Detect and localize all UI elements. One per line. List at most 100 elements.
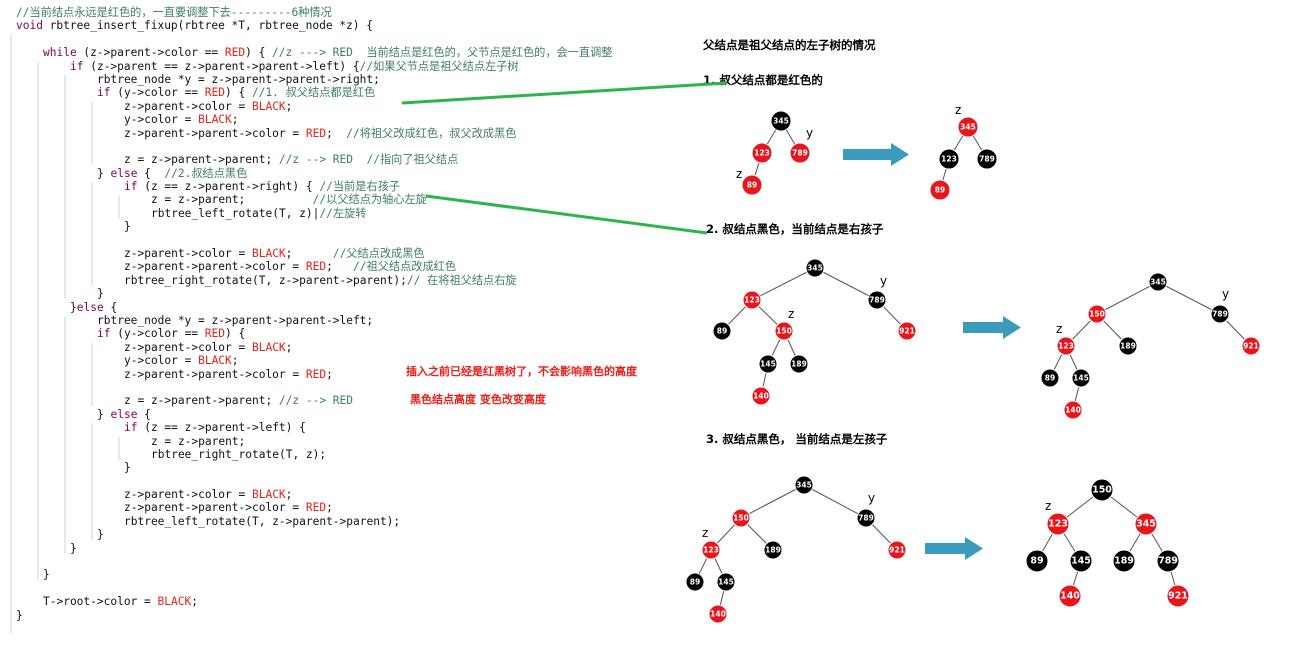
- code-line: }: [16, 609, 612, 622]
- tree-node-red: [957, 116, 979, 138]
- tree-edge: [814, 267, 878, 301]
- code-line: }: [16, 568, 612, 581]
- tree-node-red: [731, 508, 751, 528]
- tree-node-label: y: [1222, 287, 1229, 301]
- note-recolor-height: 黑色结点高度 变色改变高度: [410, 393, 546, 406]
- tree-node-value: 345: [773, 117, 789, 126]
- tree-node-value: 789: [1212, 310, 1228, 319]
- tree-node-black: [685, 572, 705, 592]
- code-token: rbtree_node *y = z->parent->parent->left…: [97, 313, 374, 327]
- code-line: z->parent->color = BLACK; //父结点改成黑色: [16, 247, 612, 260]
- tree-node-value: 189: [1120, 342, 1136, 351]
- tree-node-red: [751, 142, 773, 164]
- code-line: void rbtree_insert_fixup(rbtree *T, rbtr…: [16, 19, 612, 32]
- tree-node-value: 189: [791, 360, 807, 369]
- code-token: z->parent->color =: [124, 99, 252, 113]
- tree-node-black: [1118, 336, 1138, 356]
- code-token: (y->color ==: [117, 327, 205, 341]
- code-token: z->parent->color =: [124, 488, 252, 502]
- tree-node-value: 921: [899, 327, 915, 336]
- tree-node-red: [897, 321, 917, 341]
- tree-node-black: [1025, 549, 1049, 573]
- code-line: }: [16, 542, 612, 555]
- tree-node-black: [1112, 549, 1136, 573]
- tree-node-value: 123: [754, 149, 770, 158]
- code-line: z->parent->parent->color = RED;: [16, 501, 612, 514]
- code-token: }: [43, 568, 50, 582]
- tree-node-label: z: [1045, 499, 1051, 513]
- tree-edge: [1157, 281, 1221, 315]
- code-token: ;: [231, 113, 239, 127]
- code-token: ;: [326, 367, 333, 381]
- code-line: rbtree_right_rotate(T, z);: [16, 448, 612, 461]
- code-token: //如果父节点是祖父结点左子树: [359, 59, 519, 73]
- code-token: // 在将祖父结点右旋: [406, 273, 517, 287]
- code-line: z->parent->parent->color = RED; //将祖父改成红…: [16, 127, 612, 140]
- code-token: ;: [285, 247, 333, 261]
- tree-node-value: 789: [869, 296, 885, 305]
- code-line: while (z->parent->color == RED) { //z --…: [16, 46, 612, 59]
- code-line: if (z->parent == z->parent->parent->left…: [16, 60, 612, 73]
- code-token: else: [76, 300, 111, 314]
- tree-node-black: [716, 572, 736, 592]
- code-token: y->color =: [124, 113, 199, 127]
- code-token: z->parent->parent->color =: [124, 367, 306, 381]
- tree-node-value: 123: [1058, 342, 1074, 351]
- tree-node-black: [938, 148, 960, 170]
- code-token: rbtree_right_rotate(T, z->parent->parent…: [124, 273, 407, 287]
- code-token: }: [16, 608, 23, 622]
- code-token: //当前是右孩子: [319, 180, 400, 194]
- case2-heading: 2. 叔结点黑色，当前结点是右孩子: [706, 222, 884, 236]
- code-token: //z --> RED //指向了祖父结点: [278, 153, 459, 167]
- code-token: {: [144, 166, 165, 180]
- code-token: rbtree_node *y = z->parent->parent->righ…: [97, 72, 380, 86]
- code-token: if: [97, 86, 118, 100]
- tree-node-label: z: [788, 307, 794, 321]
- code-line: }: [16, 287, 612, 300]
- code-token: z->parent->parent->color =: [124, 260, 306, 274]
- note-black-height: 插入之前已经是红黑树了，不会影响黑色的高度: [406, 365, 637, 378]
- tree-node-value: 921: [1168, 591, 1188, 602]
- code-line: z->parent->color = BLACK;: [16, 488, 612, 501]
- tree-node-black: [789, 354, 809, 374]
- tree-node-value: 145: [1073, 374, 1089, 383]
- tree-node-black: [712, 321, 732, 341]
- tree-node-value: 189: [1114, 556, 1134, 567]
- code-line: rbtree_left_rotate(T, z->parent->parent)…: [16, 515, 612, 528]
- code-line: }else {: [16, 301, 612, 314]
- code-token: if: [70, 59, 91, 73]
- code-token: while: [43, 46, 84, 60]
- code-token: z->parent->color =: [124, 247, 252, 261]
- code-token: ) {: [245, 46, 273, 60]
- tree-node-value: 345: [1136, 519, 1156, 530]
- code-token: //1. 叔父结点都是红色: [251, 86, 376, 100]
- tree-node-value: 921: [889, 546, 905, 555]
- tree-node-value: 89: [1030, 556, 1043, 567]
- code-line: y->color = BLACK;: [16, 113, 612, 126]
- tree-node-red: [742, 290, 762, 310]
- tree-node-value: 150: [1089, 310, 1105, 319]
- code-token: //2.叔结点黑色: [164, 166, 248, 180]
- tree-node-value: 123: [1048, 519, 1068, 530]
- tree-node-value: 789: [1158, 556, 1178, 567]
- code-token: RED: [305, 501, 327, 515]
- tree-node-red: [1134, 512, 1158, 536]
- diagram-title: 父结点是祖父结点的左子树的情况: [703, 38, 876, 52]
- tree-node-label: z: [702, 526, 708, 540]
- code-line: z = z->parent;: [16, 435, 612, 448]
- code-token: else: [110, 407, 145, 421]
- tree-node-value: 150: [1092, 485, 1112, 496]
- tree-node-black: [1210, 304, 1230, 324]
- tree-node-value: 145: [760, 360, 776, 369]
- code-token: (z->parent->color ==: [83, 46, 225, 60]
- tree-node-value: 789: [858, 514, 874, 523]
- tree-node-red: [1056, 336, 1076, 356]
- tree-node-value: 345: [807, 264, 823, 273]
- code-token: }: [124, 220, 131, 234]
- code-token: ;: [285, 488, 293, 502]
- tree-node-black: [1090, 478, 1114, 502]
- code-line: z->parent->parent->color = RED; //祖父结点改成…: [16, 260, 612, 273]
- tree-node-value: 140: [1065, 406, 1081, 415]
